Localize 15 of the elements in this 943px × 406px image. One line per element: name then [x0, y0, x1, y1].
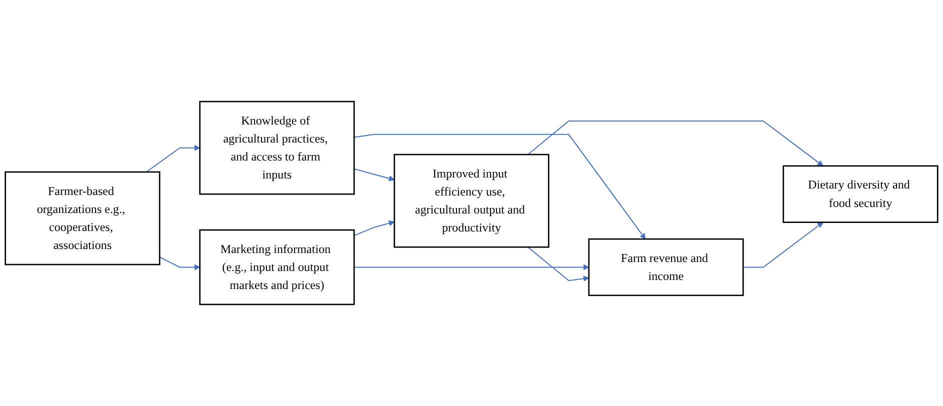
- arrow: [354, 134, 646, 240]
- node-box: Farmer-based organizations e.g., cooperatives, associations: [4, 171, 160, 266]
- arrow: [354, 168, 395, 182]
- arrow: [354, 220, 395, 236]
- arrow: [528, 120, 824, 166]
- node-box: Farm revenue and income: [588, 238, 744, 296]
- arrow: [743, 222, 824, 268]
- arrow: [354, 264, 590, 270]
- arrow: [146, 144, 200, 172]
- node-box: Dietary diversity and food security: [782, 165, 938, 223]
- arrow: [528, 246, 590, 282]
- arrow: [159, 256, 200, 270]
- node-box: Marketing information (e.g., input and output markets and prices): [199, 229, 355, 306]
- node-box: Knowledge of agricultural practices, and access to farm inputs: [199, 100, 355, 195]
- node-box: Improved input efficiency use, agricultural output and productivity: [394, 154, 550, 248]
